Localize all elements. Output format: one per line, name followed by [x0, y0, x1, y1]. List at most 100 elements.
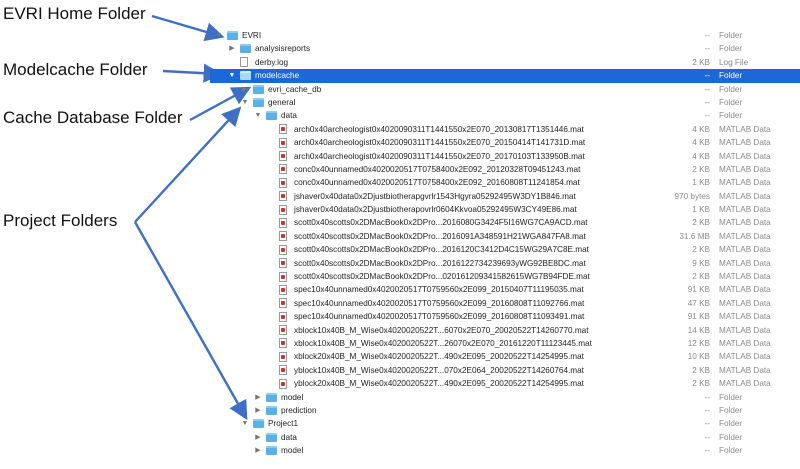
file-kind: Folder: [719, 405, 743, 415]
file-name: arch0x40archeologist0x4020090311T1441550…: [294, 138, 586, 148]
file-row[interactable]: jshaver0x40data0x2Djustbiotherapgvrlr154…: [210, 190, 800, 203]
disclosure-collapsed-icon[interactable]: ▶: [255, 447, 261, 455]
file-size: 1 KB: [692, 178, 710, 188]
matlab-file-icon: [279, 325, 287, 336]
disclosure-expanded-icon[interactable]: ▼: [241, 98, 249, 106]
file-name: model: [281, 446, 304, 456]
file-kind: MATLAB Data: [719, 164, 771, 174]
file-kind: MATLAB Data: [719, 218, 771, 228]
file-row[interactable]: spec10x40unnamed0x4020020517T0759560x2E0…: [210, 297, 800, 310]
file-kind: MATLAB Data: [719, 258, 771, 268]
file-size: 10 KB: [687, 352, 710, 362]
file-row[interactable]: ▶model--Folder: [210, 444, 800, 457]
matlab-file-icon: [279, 365, 287, 376]
file-row[interactable]: ▶analysisreports--Folder: [210, 42, 800, 55]
file-row[interactable]: xblock20x40B_M_Wise0x4020020522T...490x2…: [210, 350, 800, 363]
file-kind: MATLAB Data: [719, 178, 771, 188]
file-kind: Folder: [719, 419, 743, 429]
file-name: arch0x40archeologist0x4020090311T1441550…: [294, 151, 585, 161]
file-name: conc0x40unnamed0x4020020517T0758400x2E09…: [294, 164, 581, 174]
file-row[interactable]: jshaver0x40data0x2Djustbiotherapovrlr060…: [210, 203, 800, 216]
file-kind: Folder: [719, 71, 743, 81]
file-name: model: [281, 392, 304, 402]
file-size: --: [704, 111, 710, 121]
file-row[interactable]: ▼Project1--Folder: [210, 417, 800, 430]
file-size: 2 KB: [692, 272, 710, 282]
file-row[interactable]: ▶evri_cache_db--Folder: [210, 83, 800, 96]
file-row[interactable]: yblock10x40B_M_Wise0x4020020522T...070x2…: [210, 364, 800, 377]
file-kind: MATLAB Data: [719, 325, 771, 335]
disclosure-collapsed-icon[interactable]: ▶: [255, 393, 261, 401]
file-size: 4 KB: [692, 138, 710, 148]
file-row[interactable]: arch0x40archeologist0x4020090311T1441550…: [210, 136, 800, 149]
file-row[interactable]: scott0x40scotts0x2DMacBook0x2DPro...0201…: [210, 270, 800, 283]
file-name: xblock10x40B_M_Wise0x4020020522T...6070x…: [294, 325, 589, 335]
file-kind: MATLAB Data: [719, 352, 771, 362]
file-row[interactable]: spec10x40unnamed0x4020020517T0759560x2E0…: [210, 310, 800, 323]
disclosure-expanded-icon[interactable]: ▼: [241, 420, 249, 428]
annotation-modelcache-folder: Modelcache Folder: [3, 60, 148, 79]
matlab-file-icon: [279, 204, 287, 215]
file-kind: Folder: [719, 44, 743, 54]
file-name: data: [281, 111, 297, 121]
file-name: arch0x40archeologist0x4020090311T1441550…: [294, 124, 584, 134]
file-name: xblock10x40B_M_Wise0x4020020522T...26070…: [294, 338, 592, 348]
file-size: --: [704, 44, 710, 54]
file-row[interactable]: ▼modelcache--Folder: [210, 69, 800, 83]
file-row[interactable]: ▼ data -- Folder: [210, 109, 800, 122]
matlab-file-icon: [279, 284, 287, 295]
file-row[interactable]: scott0x40scotts0x2DMacBook0x2DPro...2016…: [210, 230, 800, 243]
annotation-cache-database-folder: Cache Database Folder: [3, 108, 183, 127]
disclosure-expanded-icon[interactable]: ▼: [228, 72, 236, 80]
file-kind: Folder: [719, 31, 743, 40]
disclosure-collapsed-icon[interactable]: ▶: [255, 433, 261, 441]
file-kind: Folder: [719, 446, 743, 456]
file-row[interactable]: yblock20x40B_M_Wise0x4020020522T...490x2…: [210, 377, 800, 390]
file-row[interactable]: derby.log 2 KB Log File: [210, 56, 800, 69]
matlab-file-icon: [279, 124, 287, 135]
matlab-file-icon: [279, 258, 287, 269]
disclosure-expanded-icon[interactable]: ▼: [254, 112, 262, 120]
file-kind: MATLAB Data: [719, 138, 771, 148]
file-kind: MATLAB Data: [719, 379, 771, 389]
file-name: conc0x40unnamed0x4020020517T0758400x2E09…: [294, 178, 580, 188]
file-kind: MATLAB Data: [719, 205, 771, 215]
file-row[interactable]: ▶model--Folder: [210, 391, 800, 404]
file-kind: MATLAB Data: [719, 365, 771, 375]
file-row[interactable]: ▶prediction--Folder: [210, 404, 800, 417]
file-kind: Log File: [719, 57, 749, 67]
file-name: derby.log: [255, 57, 289, 67]
file-row[interactable]: ▶data--Folder: [210, 431, 800, 444]
file-row[interactable]: arch0x40archeologist0x4020090311T1441550…: [210, 123, 800, 136]
file-row[interactable]: arch0x40archeologist0x4020090311T1441550…: [210, 150, 800, 163]
file-row[interactable]: xblock10x40B_M_Wise0x4020020522T...6070x…: [210, 324, 800, 337]
file-size: 31.6 MB: [679, 231, 711, 241]
disclosure-collapsed-icon[interactable]: ▶: [255, 406, 261, 414]
file-row[interactable]: xblock10x40B_M_Wise0x4020020522T...26070…: [210, 337, 800, 350]
file-row[interactable]: scott0x40scotts0x2DMacBook0x2DPro...2016…: [210, 257, 800, 270]
file-row[interactable]: scott0x40scotts0x2DMacBook0x2DPro...2016…: [210, 243, 800, 256]
annotation-project-folders: Project Folders: [3, 211, 118, 230]
folder-icon: [266, 405, 277, 415]
file-row[interactable]: ▼general--Folder: [210, 96, 800, 109]
matlab-file-icon: [279, 244, 287, 255]
file-row[interactable]: conc0x40unnamed0x4020020517T0758400x2E09…: [210, 176, 800, 189]
folder-icon: [266, 446, 277, 456]
matlab-file-icon: [279, 177, 287, 188]
file-name: scott0x40scotts0x2DMacBook0x2DPro...2016…: [294, 231, 586, 241]
file-size: 2 KB: [692, 57, 710, 67]
file-row[interactable]: spec10x40unnamed0x4020020517T0759560x2E0…: [210, 283, 800, 296]
annotation-evri-home-folder: EVRI Home Folder: [3, 4, 146, 23]
folder-icon: [240, 44, 251, 54]
file-kind: Folder: [719, 111, 743, 121]
file-row[interactable]: scott0x40scotts0x2DMacBook0x2DPro...2016…: [210, 216, 800, 229]
file-size: --: [704, 97, 710, 107]
file-row[interactable]: ▼EVRI--Folder: [210, 29, 800, 42]
disclosure-collapsed-icon[interactable]: ▶: [229, 45, 235, 53]
disclosure-expanded-icon[interactable]: ▼: [215, 32, 223, 39]
file-name: yblock20x40B_M_Wise0x4020020522T...490x2…: [294, 379, 584, 389]
file-kind: Folder: [719, 432, 743, 442]
disclosure-collapsed-icon[interactable]: ▶: [242, 85, 248, 93]
file-row[interactable]: conc0x40unnamed0x4020020517T0758400x2E09…: [210, 163, 800, 176]
